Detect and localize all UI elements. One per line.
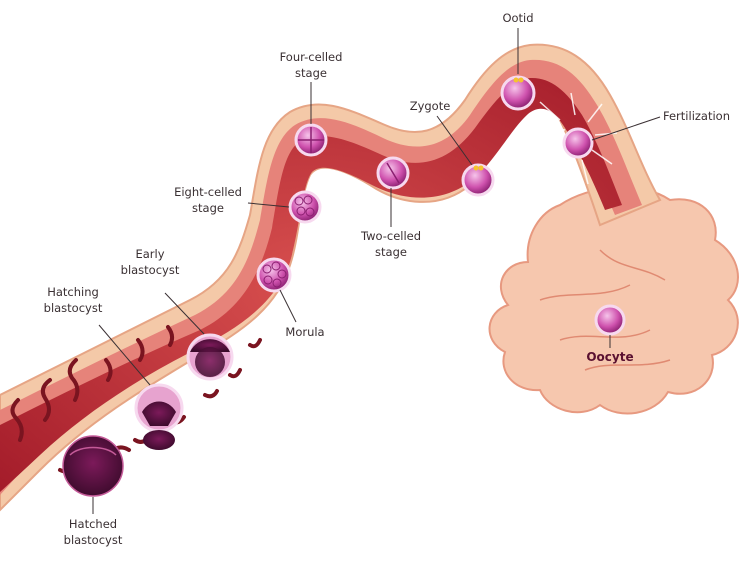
- label-four-celled-line1: Four-celled: [280, 50, 343, 64]
- label-oocyte: Oocyte: [586, 350, 633, 364]
- label-hatched-line2: blastocyst: [64, 533, 123, 547]
- label-early-line1: Early: [135, 247, 164, 261]
- label-hatching-line2: blastocyst: [44, 301, 103, 315]
- label-two-celled-line2: stage: [375, 245, 407, 259]
- label-morula: Morula: [285, 325, 324, 339]
- oocyte-cell: [596, 306, 624, 334]
- two-celled-cell: [378, 158, 408, 188]
- morula-cell: [258, 259, 290, 291]
- eight-celled-cell: [290, 192, 320, 222]
- four-celled-cell: [296, 125, 326, 155]
- label-four-celled-line2: stage: [295, 66, 327, 80]
- label-early-line2: blastocyst: [121, 263, 180, 277]
- label-eight-celled-line1: Eight-celled: [174, 185, 242, 199]
- label-fertilization: Fertilization: [663, 109, 730, 123]
- hatched-blastocyst-cell: [63, 436, 123, 496]
- label-zygote: Zygote: [410, 99, 451, 113]
- fertilization-cell: [564, 129, 592, 157]
- label-hatched-line1: Hatched: [69, 517, 117, 531]
- early-blastocyst-cell: [188, 335, 232, 379]
- zygote-cell: [463, 165, 493, 195]
- label-two-celled-line1: Two-celled: [360, 229, 421, 243]
- label-ootid: Ootid: [502, 11, 533, 25]
- ovary-fimbriae: [490, 187, 738, 413]
- label-eight-celled-line2: stage: [192, 201, 224, 215]
- label-hatching-line1: Hatching: [47, 285, 99, 299]
- ootid-cell: [502, 77, 534, 109]
